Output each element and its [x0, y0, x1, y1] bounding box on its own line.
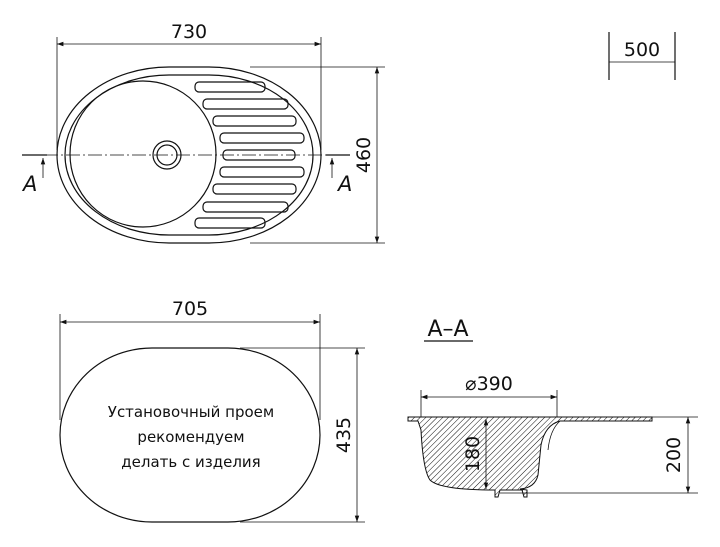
drainboard-rib [212, 183, 297, 195]
drainboard-rib [219, 132, 305, 144]
drainboard-rib [194, 217, 266, 229]
drainboard-rib [202, 201, 289, 213]
cabinet-size-mark: 500 [608, 32, 676, 80]
section-mark-left: A [21, 172, 37, 196]
section-mark-right: A [336, 172, 352, 196]
width-label: 730 [171, 21, 207, 43]
cutout-depth-label: 435 [333, 417, 355, 453]
cutout-view: 705 435 Установочный проем рекомендуем д… [59, 298, 365, 523]
total-depth-label: 200 [663, 437, 685, 473]
top-view: 730 460 A A [21, 21, 385, 244]
section-view: A–A ⌀390 180 200 [407, 317, 698, 498]
section-title: A–A [427, 317, 468, 342]
note-line-3: делать с изделия [121, 453, 260, 471]
cabinet-label: 500 [624, 39, 660, 61]
drainboard-rib [219, 166, 305, 178]
depth-label: 460 [353, 137, 375, 173]
cutout-outline [59, 347, 321, 523]
drainboard-rib [194, 81, 266, 93]
cutout-width-label: 705 [172, 298, 208, 320]
drainboard-rib [212, 115, 297, 127]
section-profile [407, 416, 653, 498]
bowl-diameter-label: ⌀390 [465, 373, 513, 395]
note-line-2: рекомендуем [137, 428, 244, 446]
drainboard-rib [202, 98, 289, 110]
bowl-outline [69, 80, 217, 228]
bowl-depth-label: 180 [462, 436, 484, 472]
note-line-1: Установочный проем [108, 403, 274, 421]
